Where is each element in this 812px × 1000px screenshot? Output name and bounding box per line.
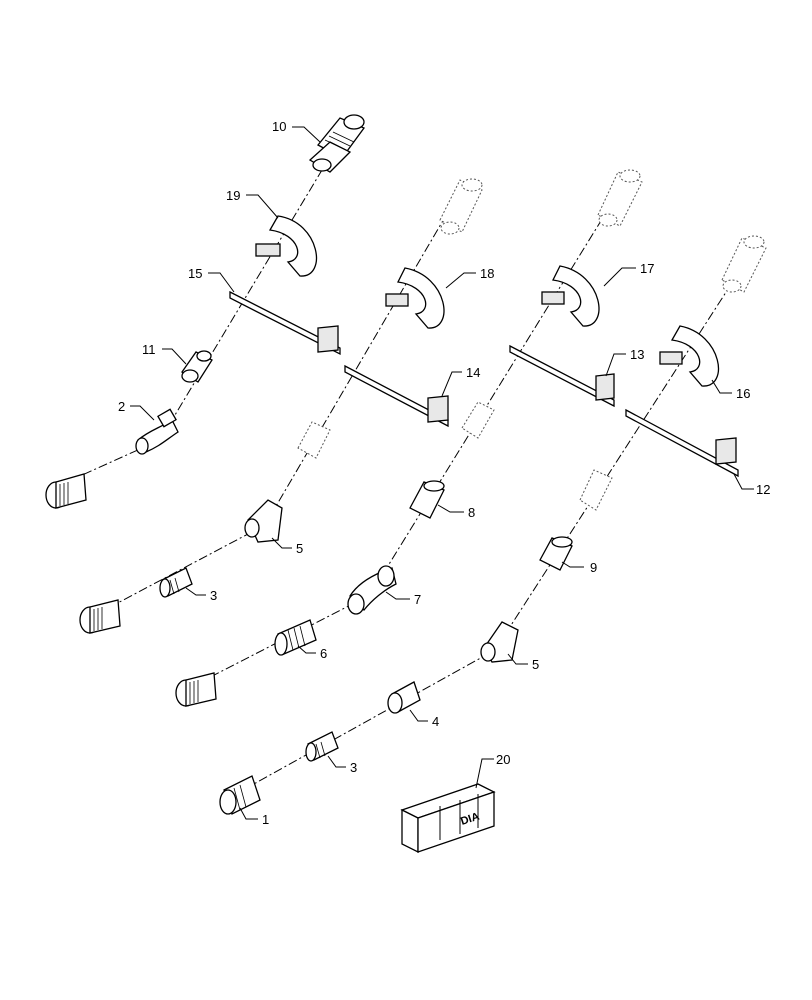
callout-18: 18 [480,266,494,281]
callout-13: 13 [630,347,644,362]
quick-coupler-left-3 [175,672,217,707]
part-5-tee-lower [480,621,519,663]
callout-3-upper: 3 [210,588,217,603]
part-2-elbow [135,408,179,455]
part-3-nipple-upper [159,567,193,598]
part-3-nipple-lower [305,731,339,762]
ghost-fitting-3 [579,469,613,511]
part-5-tee-upper [244,499,283,543]
part-8-adapter [409,480,445,519]
leader-lines [130,126,754,820]
part-16-clamp [659,325,720,387]
ghost-coupler-2 [597,169,643,227]
part-15-bracket [229,290,341,356]
callout-11: 11 [142,342,156,357]
part-14-bracket [344,364,449,428]
callout-1: 1 [262,812,269,827]
ghost-coupler-1 [439,178,483,235]
ghost-coupler-3 [721,235,767,293]
callout-5-lower: 5 [532,657,539,672]
callout-8: 8 [468,505,475,520]
callout-16: 16 [736,386,750,401]
callout-6: 6 [320,646,327,661]
part-19-clamp [255,215,318,277]
callout-12: 12 [756,482,770,497]
callout-2: 2 [118,399,125,414]
callout-10: 10 [272,119,286,134]
part-7-elbow [347,565,397,615]
part-6-connector [274,619,317,656]
callout-3-lower: 3 [350,760,357,775]
part-9-adapter [539,536,573,571]
callout-4: 4 [432,714,439,729]
callout-7: 7 [414,592,421,607]
part-12-bracket [625,408,739,478]
callout-labels: 10 19 15 11 2 18 17 16 14 13 12 8 5 3 7 … [118,119,770,827]
callout-5-upper: 5 [296,541,303,556]
part-20-crate: DIA [400,783,496,854]
part-17-clamp [541,265,600,327]
callout-19: 19 [226,188,240,203]
callout-9: 9 [590,560,597,575]
callout-20: 20 [496,752,510,767]
quick-coupler-left-1 [45,473,87,509]
part-11-adapter [181,350,213,383]
callout-14: 14 [466,365,480,380]
part-1-fitting [219,775,261,815]
part-13-bracket [509,344,615,408]
quick-coupler-left-2 [79,599,121,634]
crate-label: DIA [459,811,481,828]
part-18-clamp [385,267,445,329]
part-4-nut [387,681,421,714]
part-10-coupler [308,114,366,173]
ghost-fitting-1 [297,421,331,459]
ghost-fitting-2 [461,401,495,439]
callout-17: 17 [640,261,654,276]
callout-15: 15 [188,266,202,281]
